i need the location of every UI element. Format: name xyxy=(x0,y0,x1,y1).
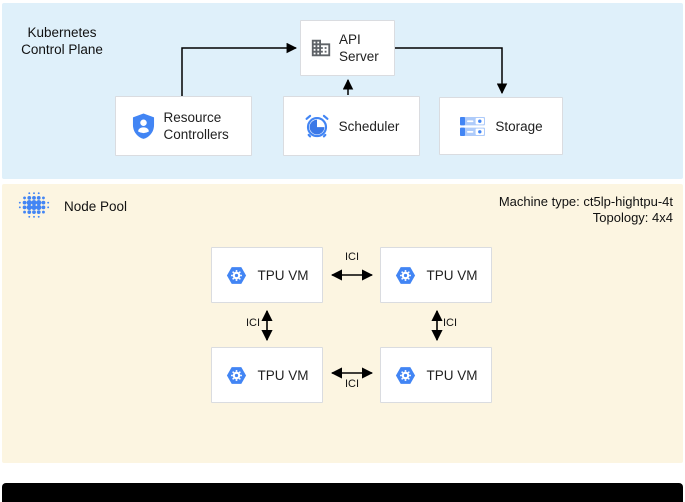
tpu-vm-label: TPU VM xyxy=(257,267,309,283)
tpu-vm-node-bottom-left: TPU VM xyxy=(211,347,323,403)
alarm-clock-icon xyxy=(304,113,330,139)
api-server-node: API Server xyxy=(300,20,395,76)
ici-label-top: ICI xyxy=(344,251,360,263)
resource-controllers-node: Resource Controllers xyxy=(115,96,252,156)
ici-label-right: ICI xyxy=(443,317,458,329)
tpu-vm-label: TPU VM xyxy=(257,367,309,383)
tpu-vm-node-top-right: TPU VM xyxy=(380,247,492,303)
resource-controllers-label: Resource Controllers xyxy=(163,110,229,142)
node-pool-info: Machine type: ct5lp-hightpu-4t Topology:… xyxy=(499,194,673,226)
storage-disks-icon xyxy=(459,116,486,137)
tpu-vm-label: TPU VM xyxy=(426,367,478,383)
scheduler-node: Scheduler xyxy=(283,96,420,156)
tpu-hexagon-icon xyxy=(394,264,417,287)
bottom-bar xyxy=(2,483,683,502)
scheduler-label: Scheduler xyxy=(338,118,400,134)
node-pool-panel xyxy=(2,184,683,463)
api-server-label: API Server xyxy=(339,32,379,64)
storage-label: Storage xyxy=(495,118,543,134)
tpu-hexagon-icon xyxy=(394,364,417,387)
shield-user-icon xyxy=(132,112,155,140)
ici-label-left: ICI xyxy=(245,317,260,329)
tpu-vm-node-bottom-right: TPU VM xyxy=(380,347,492,403)
building-icon xyxy=(310,37,332,59)
machine-type-text: Machine type: ct5lp-hightpu-4t xyxy=(498,194,673,209)
node-pool-title: Node Pool xyxy=(64,199,128,214)
tpu-vm-label: TPU VM xyxy=(426,267,478,283)
control-plane-title: Kubernetes Control Plane xyxy=(21,25,103,57)
storage-node: Storage xyxy=(439,97,563,155)
topology-text: Topology: 4x4 xyxy=(592,210,673,225)
ici-label-bottom: ICI xyxy=(344,378,360,390)
tpu-hexagon-icon xyxy=(225,364,248,387)
tpu-hexagon-icon xyxy=(225,264,248,287)
node-pool-dots-icon xyxy=(17,190,51,225)
tpu-vm-node-top-left: TPU VM xyxy=(211,247,323,303)
